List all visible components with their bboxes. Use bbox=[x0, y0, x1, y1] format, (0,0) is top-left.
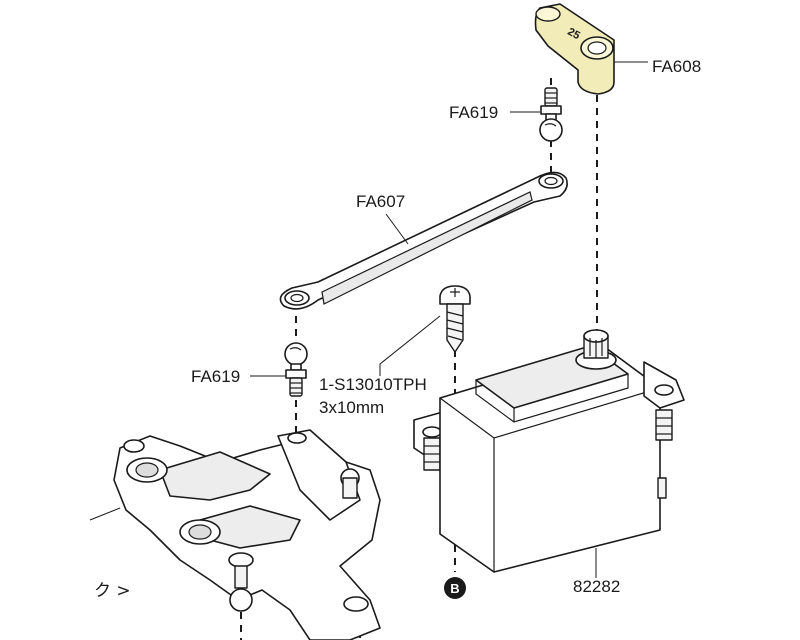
label-ball-end-top: FA619 bbox=[449, 103, 498, 122]
horn-engraving: 25 bbox=[565, 26, 581, 42]
label-servo: 82282 bbox=[573, 577, 620, 596]
label-cut-text: ク > bbox=[94, 581, 131, 601]
screw-part bbox=[439, 285, 471, 353]
label-servo-horn: FA608 bbox=[652, 57, 701, 76]
servo-horn-part: 25 bbox=[534, 3, 615, 95]
marker-letter: B bbox=[450, 581, 459, 596]
label-screw-code: 1-S13010TPH bbox=[319, 375, 427, 394]
bellcrank-assembly-part bbox=[89, 429, 381, 640]
ball-end-bottom-part bbox=[284, 342, 308, 397]
leader-linkage-rod bbox=[385, 213, 409, 245]
step-marker-b: B bbox=[444, 577, 466, 599]
leader-lines bbox=[250, 61, 648, 578]
label-ball-end-bottom: FA619 bbox=[191, 367, 240, 386]
leader-screw bbox=[379, 315, 441, 376]
linkage-rod-part bbox=[279, 171, 568, 310]
ball-end-top-part bbox=[539, 87, 563, 142]
label-screw-size: 3x10mm bbox=[319, 398, 384, 417]
label-linkage-rod: FA607 bbox=[356, 192, 405, 211]
servo-part bbox=[413, 329, 685, 573]
